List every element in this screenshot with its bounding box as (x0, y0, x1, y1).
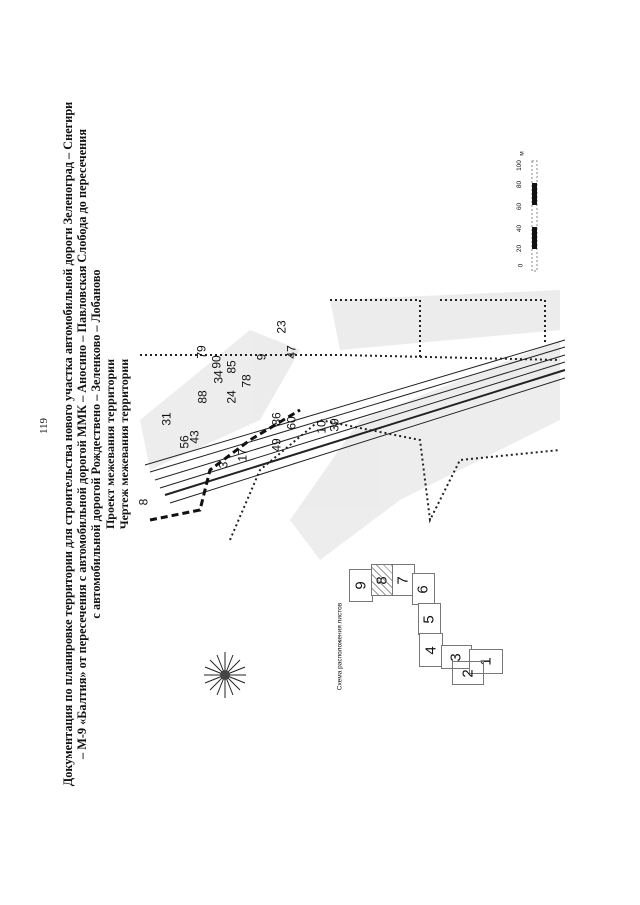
map-label: 88 (195, 390, 210, 404)
sheet-tile: 6 (412, 573, 435, 605)
map-label: 8 (136, 498, 151, 506)
map-label: 24 (224, 390, 239, 404)
map-label: 90 (209, 355, 224, 369)
scale-tick: 20 (516, 244, 524, 253)
map-label: 3 (216, 461, 231, 469)
scale-tick: 0 (517, 263, 525, 268)
road-lines (144, 339, 566, 504)
map-label: 49 (269, 438, 284, 452)
compass-rose-icon (204, 652, 246, 698)
map-label: 17 (235, 448, 250, 462)
boundary-lines (140, 299, 561, 541)
map-label: 39 (327, 418, 342, 432)
sheet-tile: 9 (349, 569, 373, 602)
scale-tick: 40 (516, 224, 524, 233)
scale-bar (531, 160, 538, 272)
sheet-tile: 3 (441, 645, 472, 669)
map-label: 47 (284, 345, 299, 359)
map-label: 86 (269, 412, 284, 426)
map-label: 23 (274, 320, 289, 334)
scale-tick: 100 (515, 160, 523, 171)
sheet-scheme-caption: Схема расположения листов (336, 602, 344, 691)
scale-tick: 60 (516, 202, 524, 211)
map-label: 34 (211, 370, 226, 384)
sheet-tile-current: 8 (371, 564, 394, 596)
dashed-route (149, 408, 301, 522)
map-label: 78 (239, 374, 254, 388)
scale-unit: м (518, 151, 526, 156)
scale-tick: 80 (516, 180, 524, 189)
map-label: 79 (194, 345, 209, 359)
map-label: 43 (187, 430, 202, 444)
sheet-tile: 4 (419, 633, 443, 667)
map-label: 9 (254, 353, 269, 361)
map-label: 60 (284, 416, 299, 430)
map-hatch-areas (140, 290, 560, 560)
sheet-tile: 2 (452, 661, 484, 685)
map-label: 31 (159, 412, 174, 426)
sheet-tile: 5 (418, 603, 441, 635)
map-label: 10 (314, 420, 329, 434)
map-label: 85 (224, 360, 239, 374)
